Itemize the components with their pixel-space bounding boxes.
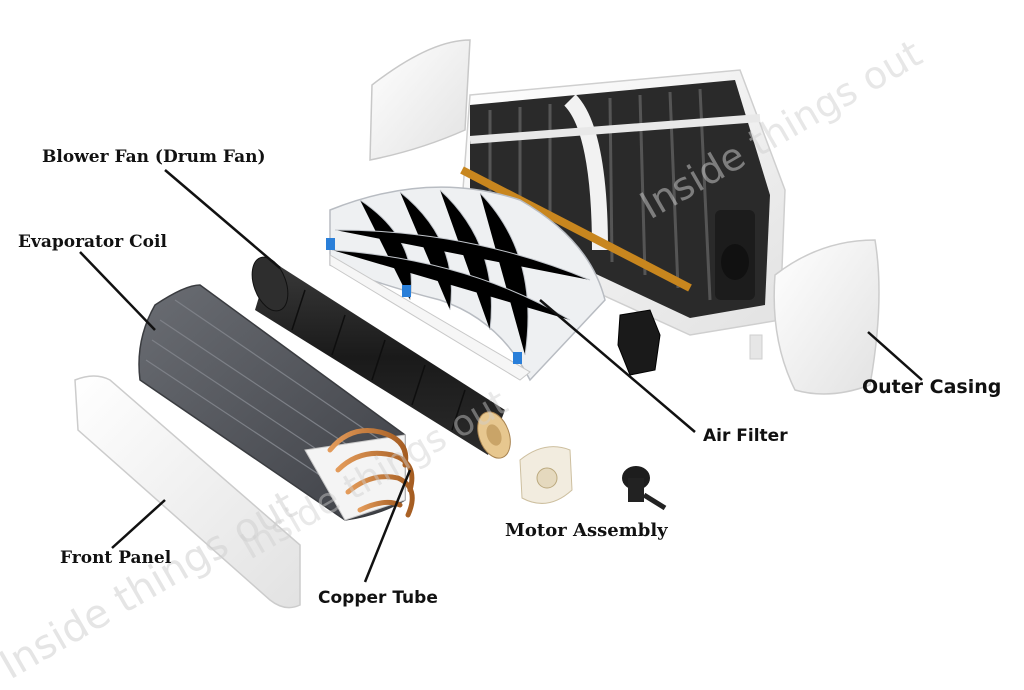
front-panel-leader (111, 499, 166, 549)
front-panel-part (74, 375, 301, 609)
blower-fan (251, 256, 511, 459)
evaporator-coil-leader (79, 251, 156, 331)
air-filter-leader (539, 299, 696, 433)
label-blower-fan: Blower Fan (Drum Fan) (42, 147, 266, 167)
motor-bracket (617, 309, 661, 376)
copper-tube-leader (363, 469, 412, 583)
label-air-filter: Air Filter (703, 426, 788, 446)
main-housing (459, 69, 786, 336)
end-cap-left (369, 39, 471, 161)
callout-lines (79, 169, 923, 583)
label-evaporator-coil: Evaporator Coil (18, 232, 167, 252)
air-filter (326, 186, 606, 382)
motor-mount (519, 446, 573, 504)
motor-knob (622, 466, 667, 511)
outer-casing-part (749, 239, 880, 395)
label-outer-casing: Outer Casing (862, 376, 1002, 398)
blower-fan-leader (164, 169, 281, 269)
copper-tube-part (327, 428, 415, 518)
label-copper-tube: Copper Tube (318, 588, 438, 608)
label-front-panel: Front Panel (60, 548, 172, 568)
evaporator-coil (138, 284, 406, 521)
outer-casing-leader (867, 331, 923, 381)
label-motor-assembly: Motor Assembly (505, 520, 668, 541)
